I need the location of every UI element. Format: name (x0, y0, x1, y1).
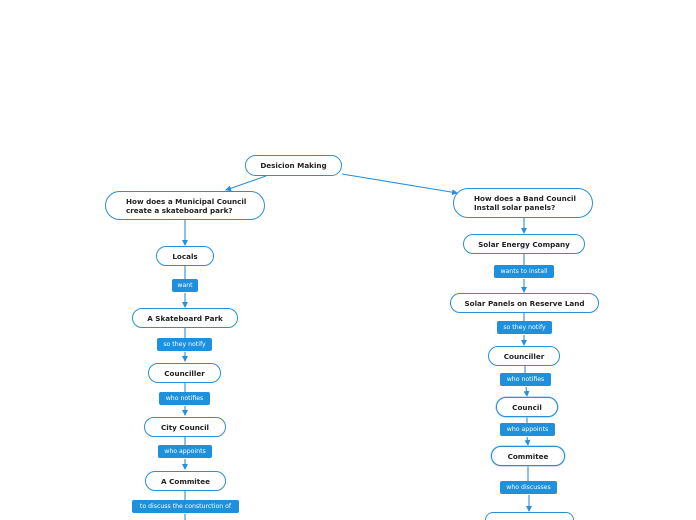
link-who-notifies-right[interactable]: who notifies (500, 373, 551, 386)
link-who-notifies-left[interactable]: who notifies (159, 392, 210, 405)
connector-right-appoints-commitee (524, 436, 531, 446)
node-partial-bottom-right[interactable] (485, 512, 574, 520)
link-wants-to-install[interactable]: wants to install (494, 265, 554, 278)
right-question-node[interactable]: How does a Band Council Install solar pa… (453, 188, 593, 218)
connector-root-left (225, 175, 267, 192)
root-node[interactable]: Desicion Making (245, 155, 342, 176)
node-a-commitee[interactable]: A Commitee (145, 471, 226, 491)
right-question-line2: Install solar panels? (474, 203, 556, 212)
node-counciller-right[interactable]: Counciller (488, 346, 560, 366)
node-commitee[interactable]: Commitee (491, 446, 565, 466)
link-want[interactable]: want (172, 279, 198, 292)
node-city-council[interactable]: City Council (144, 417, 226, 437)
connector-right-notifies-council (523, 386, 530, 397)
link-so-they-notify-left[interactable]: so they notify (157, 338, 212, 351)
link-who-discusses[interactable]: who discusses (500, 481, 557, 494)
left-question-line2: create a skateboard park? (126, 205, 233, 215)
node-skateboard-park[interactable]: A Skateboard Park (132, 308, 238, 328)
connector-root-right (341, 173, 458, 196)
left-question-line1: How does a Municipal Council (126, 196, 247, 206)
node-council[interactable]: Council (496, 397, 558, 417)
link-who-appoints-right[interactable]: who appoints (500, 423, 555, 436)
link-who-appoints-left[interactable]: who appoints (158, 445, 212, 458)
node-solar-panels-reserve-land[interactable]: Solar Panels on Reserve Land (450, 293, 599, 313)
left-question-node[interactable]: How does a Municipal Council create a sk… (105, 191, 265, 220)
node-counciller-left[interactable]: Counciller (148, 363, 221, 383)
node-locals[interactable]: Locals (156, 246, 214, 266)
node-solar-energy-company[interactable]: Solar Energy Company (463, 234, 585, 254)
right-question-line1: How does a Band Council (474, 194, 576, 203)
link-so-they-notify-right[interactable]: so they notify (497, 321, 552, 334)
link-discuss-construction[interactable]: to discuss the consturction of (132, 500, 239, 513)
